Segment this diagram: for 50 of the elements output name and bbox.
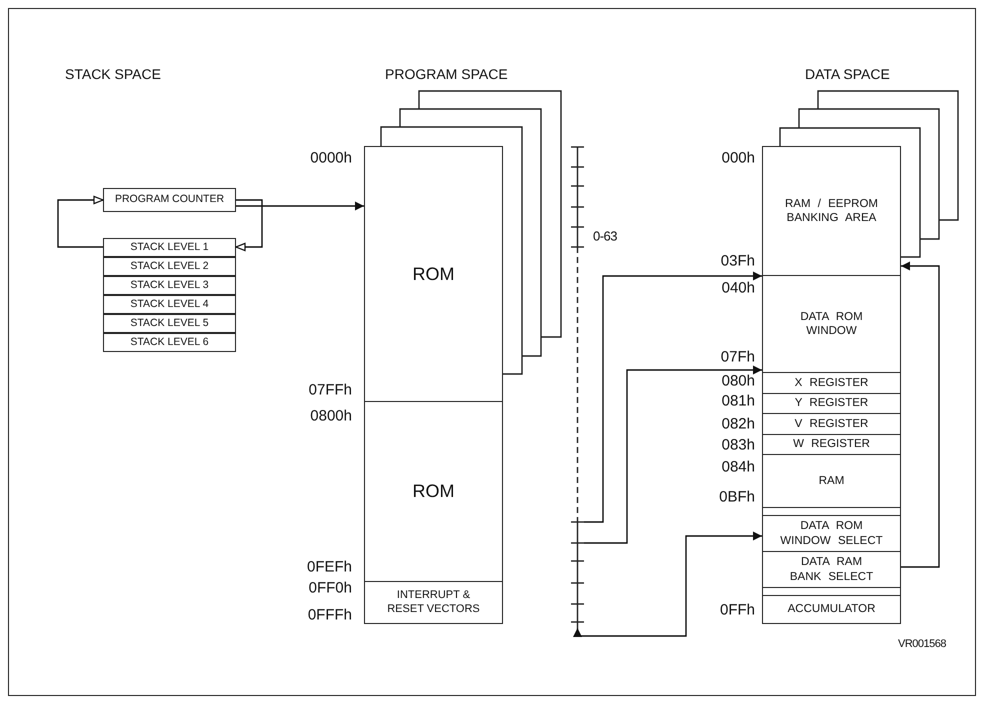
arrow [573,532,762,637]
stack-register: STACK LEVEL 4 [103,295,236,314]
address-label: 080h [722,372,755,390]
memory-region: RAM [762,454,901,508]
address-label: 0FF0h [308,580,352,596]
address-label: 084h [722,458,755,476]
stack-register: STACK LEVEL 5 [103,314,236,333]
address-label: 0FFFh [308,606,352,624]
address-label: 0FFh [720,602,755,618]
arrow [584,272,762,523]
address-label: 000h [722,150,755,166]
memory-region: DATA ROM WINDOW [762,275,901,373]
stack-register: STACK LEVEL 3 [103,276,236,295]
stack-register: PROGRAM COUNTER [103,188,236,212]
range-label: 0-63 [593,228,618,244]
memory-region: Y REGISTER [762,393,901,414]
memory-region: ROM [364,146,503,402]
address-label: 0000h [310,150,352,166]
arrow [236,202,364,210]
memory-region: V REGISTER [762,413,901,435]
address-label: 081h [722,392,755,410]
arrow [901,262,940,568]
address-label: 0BFh [719,488,755,506]
address-label: 0800h [310,408,352,424]
address-label: 07Fh [720,348,755,366]
address-label: 03Fh [720,252,755,270]
memory-region: DATA ROM WINDOW SELECT [762,515,901,552]
memory-region: INTERRUPT & RESET VECTORS [364,581,503,624]
memory-region: ACCUMULATOR [762,595,901,624]
memory-region: W REGISTER [762,434,901,455]
section-heading: PROGRAM SPACE [385,66,508,82]
stack-register: STACK LEVEL 2 [103,257,236,276]
stack-register: STACK LEVEL 6 [103,333,236,352]
section-heading: DATA SPACE [805,66,890,82]
memory-region: DATA RAM BANK SELECT [762,551,901,588]
arrow [57,196,104,248]
section-heading: STACK SPACE [65,66,161,82]
arrow [235,199,263,252]
address-label: 07FFh [308,382,352,398]
memory-region: ROM [364,401,503,582]
stack-register: STACK LEVEL 1 [103,238,236,257]
address-label: 083h [722,436,755,454]
memory-region: RAM / EEPROM BANKING AREA [762,146,901,276]
address-label: 082h [722,416,755,432]
memory-region: X REGISTER [762,372,901,394]
arrow [584,366,762,544]
figure-code: VR001568 [898,638,946,650]
address-label: 040h [722,280,755,296]
index-scale [571,146,584,628]
address-label: 0FEFh [306,558,352,576]
